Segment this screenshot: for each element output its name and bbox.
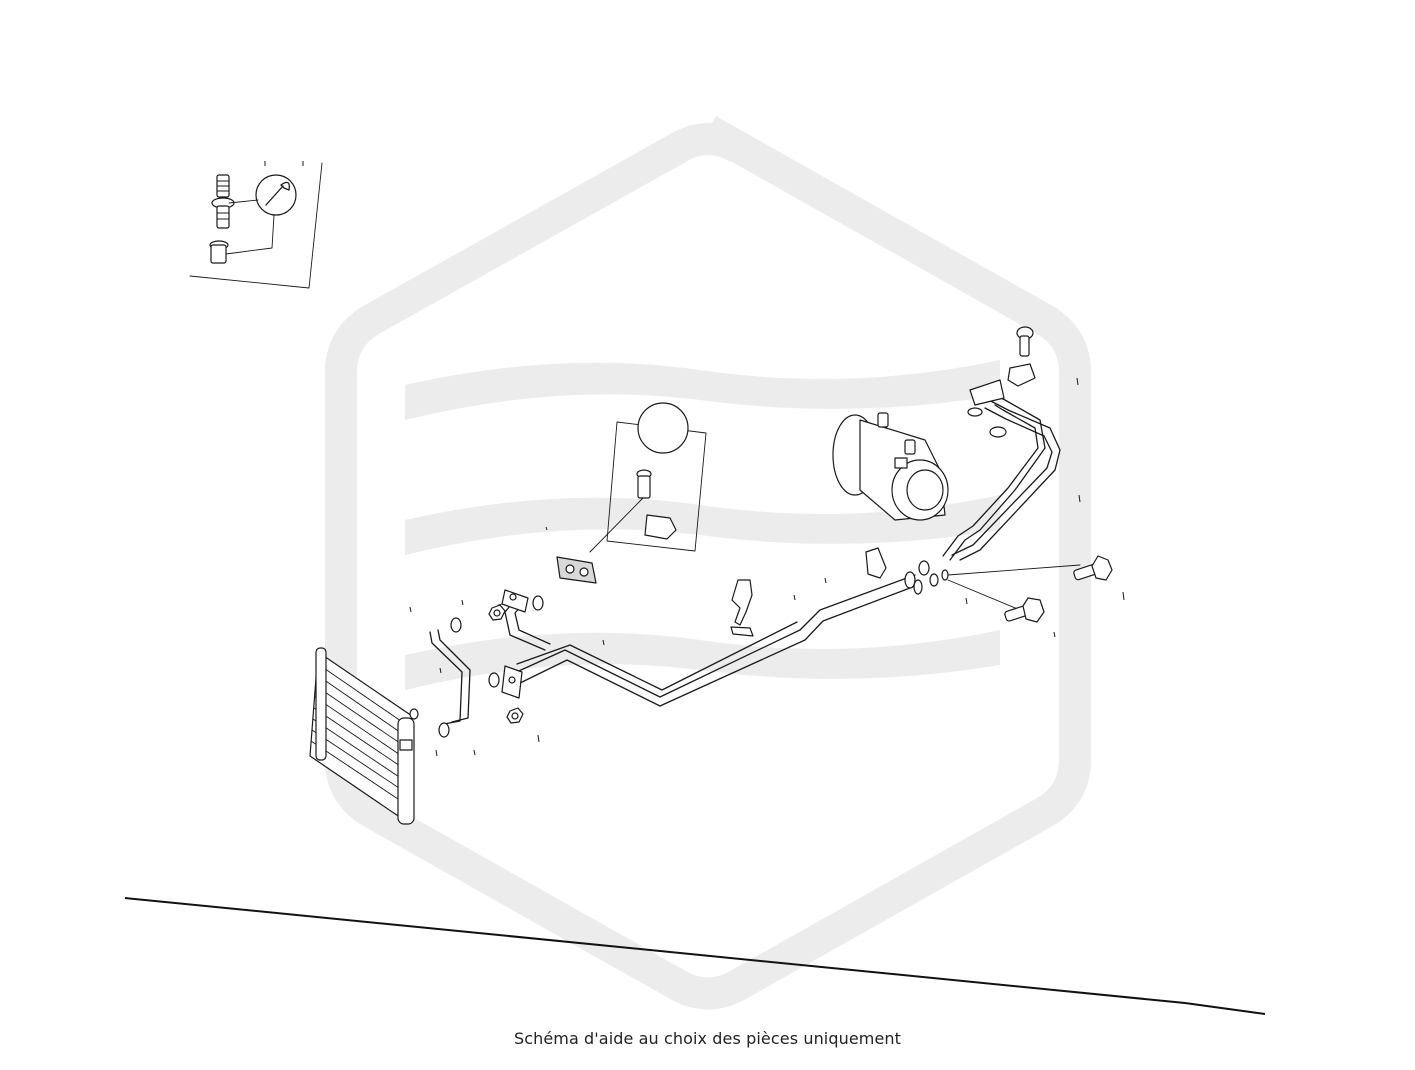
condenser-pipe <box>409 606 471 738</box>
expansion-valve-inset <box>556 402 707 584</box>
compressor <box>832 412 949 521</box>
pipe-clips <box>730 547 887 637</box>
watermark-logo <box>325 116 1091 1010</box>
flanges-and-nuts <box>488 589 544 724</box>
top-bolt-clip <box>1007 326 1081 503</box>
right-bolts <box>918 555 1125 638</box>
caption-text: Schéma d'aide au choix des pièces unique… <box>513 1029 902 1048</box>
base-line <box>124 897 1266 1015</box>
compressor-pipes <box>942 379 1061 561</box>
inset-wrench-bolt <box>189 161 323 289</box>
condenser <box>309 647 438 825</box>
callout-marks <box>461 526 605 756</box>
main-pipe <box>504 571 923 707</box>
